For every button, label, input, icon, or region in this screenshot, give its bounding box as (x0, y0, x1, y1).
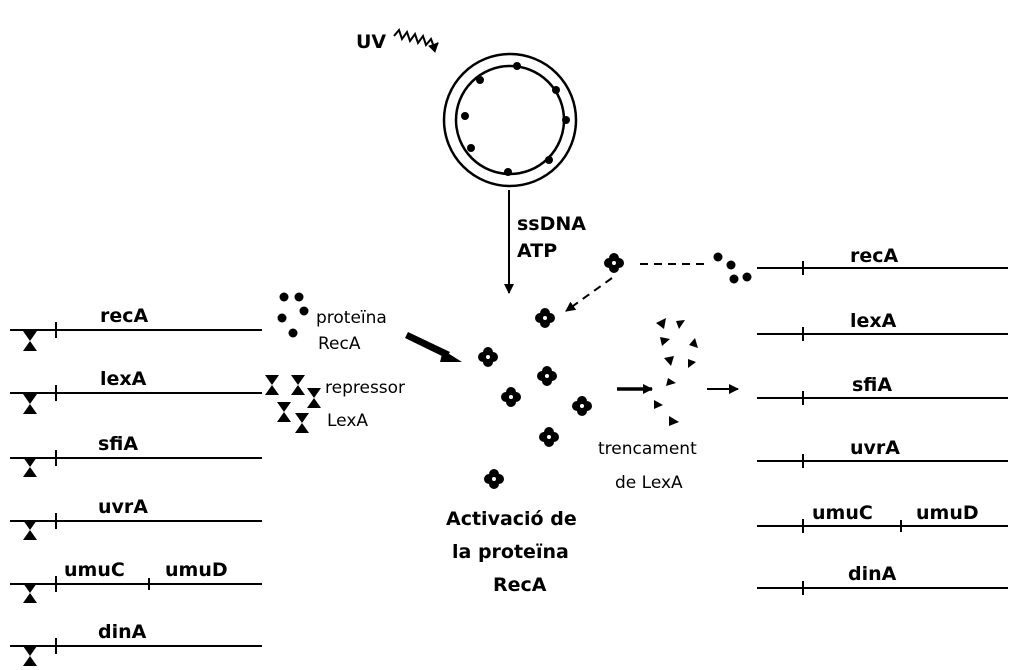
right-gene-lexa: lexA (850, 310, 897, 332)
activation-caption-2: la proteïna (452, 541, 569, 563)
lexa-repressor-icon (23, 457, 37, 477)
uv-label: UV (356, 31, 386, 53)
repressor-lexa-label-1: repressor (325, 378, 405, 398)
dna-lesion-dot (461, 112, 469, 120)
repressor-lexa-label-2: LexA (327, 411, 368, 431)
dna-lesion-dot (562, 116, 570, 124)
chromosome-circle (442, 52, 578, 188)
left-gene-umuc: umuC (64, 559, 125, 581)
lexa-repressor-icon (23, 583, 37, 603)
right-gene-umud: umuD (916, 502, 979, 524)
activation-caption-3: RecA (493, 574, 547, 596)
dashed-arrow (565, 277, 613, 312)
dna-lesion-dot (552, 86, 560, 94)
dna-lesion-dot (467, 144, 475, 152)
left-gene-lexa: lexA (100, 368, 147, 390)
left-gene-umud: umuD (165, 559, 228, 581)
left-gene-panel: recA lexA sfiA uvrA umuC umuD dinA (10, 305, 262, 666)
lexa-repressor-icon (23, 646, 37, 666)
activation-caption-1: Activació de (446, 508, 577, 530)
dna-lesion-dot (476, 76, 484, 84)
left-gene-dina: dinA (98, 621, 147, 643)
left-gene-uvra: uvrA (98, 496, 148, 518)
right-gene-sfia: sfiA (852, 374, 892, 396)
protein-reca-label-1: proteïna (316, 308, 387, 328)
right-gene-reca: recA (850, 245, 899, 267)
right-gene-panel: recA lexA sfiA uvrA umuC umuD dinA (757, 245, 1008, 595)
cleavage-label-2: de LexA (615, 473, 683, 493)
lexa-fragments (654, 318, 698, 426)
right-gene-dina: dinA (848, 563, 897, 585)
right-gene-uvra: uvrA (850, 437, 900, 459)
left-gene-sfia: sfiA (98, 433, 138, 455)
dna-lesion-dot (513, 62, 521, 70)
right-gene-umuc: umuC (812, 502, 873, 524)
lexa-repressor-icon (23, 331, 37, 351)
cofactor-atp: ATP (517, 240, 557, 262)
reca-monomers-new (713, 252, 752, 284)
protein-reca-label-2: RecA (318, 334, 361, 354)
lexa-repressor-free (265, 375, 321, 433)
dna-lesion-dot (504, 168, 512, 176)
reca-monomers (277, 292, 309, 338)
wedge-arrow (405, 332, 450, 358)
lexa-repressor-icon (23, 394, 37, 414)
dna-lesion-dot (545, 156, 553, 164)
cleavage-label-1: trencament (598, 439, 697, 459)
cofactor-ssdna: ssDNA (517, 213, 586, 235)
lexa-repressor-icon (23, 520, 37, 540)
left-gene-reca: recA (100, 305, 149, 327)
uv-squiggle (393, 27, 439, 53)
